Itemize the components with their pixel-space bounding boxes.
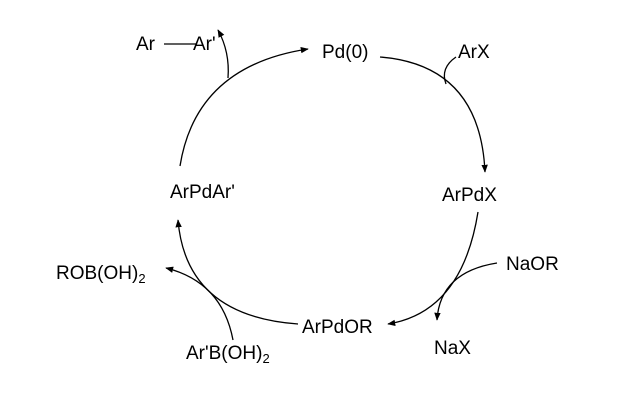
arpdor-label: ArPdOR <box>302 317 373 338</box>
arc-arx-in <box>443 56 457 85</box>
arb-main: Ar'B(OH) <box>186 343 263 364</box>
rob-subscript: 2 <box>138 271 146 286</box>
arc-pd0-to-arpdx <box>379 56 488 173</box>
arc-product-out <box>217 29 229 79</box>
rob-main: ROB(OH) <box>56 263 139 284</box>
arc-arpdx-to-arpdor <box>387 211 479 327</box>
naor-label: NaOR <box>506 254 559 275</box>
nax-label: NaX <box>434 338 471 359</box>
arc-arpdor-to-arpdar <box>175 219 299 325</box>
product-left: Ar <box>136 34 155 55</box>
arx-label: ArX <box>458 42 490 63</box>
arc-boronic-exchange <box>165 266 234 341</box>
pd0-label: Pd(0) <box>322 42 369 63</box>
product-label: Ar Ar' <box>136 35 216 54</box>
arc-arpdar-to-pd0 <box>179 46 309 167</box>
arc-naor-in <box>434 262 498 321</box>
arb-label: Ar'B(OH)2 <box>186 343 270 366</box>
product-right: Ar' <box>193 34 216 55</box>
arpdar-label: ArPdAr' <box>170 182 235 203</box>
arpdx-label: ArPdX <box>442 185 497 206</box>
arb-subscript: 2 <box>262 351 270 366</box>
rob-label: ROB(OH)2 <box>56 263 146 286</box>
